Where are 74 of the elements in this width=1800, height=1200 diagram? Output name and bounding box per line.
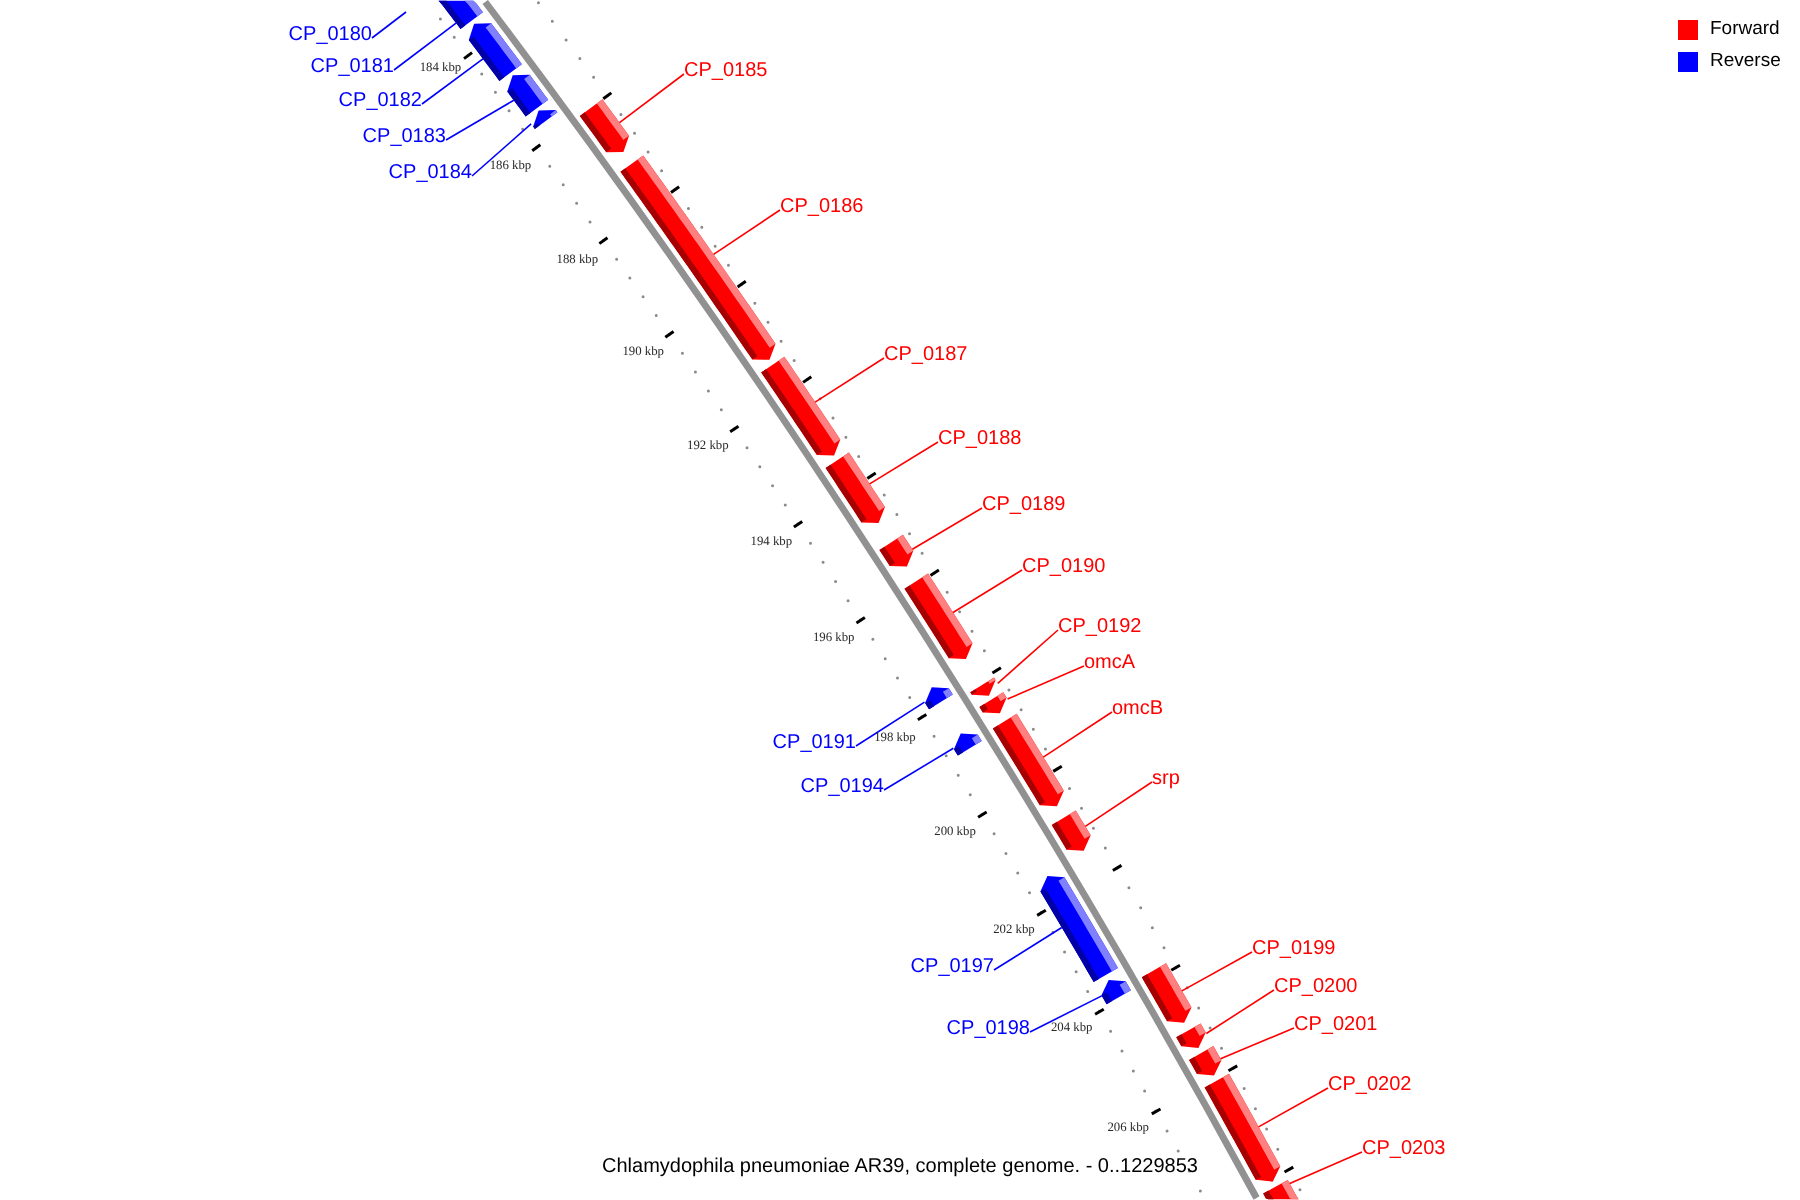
gene-block (438, 0, 483, 29)
gene-label: CP_0201 (1294, 1014, 1378, 1038)
leader-line (618, 73, 685, 124)
gene-block (579, 99, 629, 153)
gene-block (904, 573, 973, 659)
gene-block (825, 452, 885, 523)
gene-label: CP_0189 (982, 494, 1066, 518)
legend-label: Forward (1710, 20, 1780, 40)
gene-block (1263, 1180, 1299, 1200)
leader-line (1084, 781, 1153, 828)
gene-label: CP_0186 (780, 196, 864, 220)
gene-block (1176, 1023, 1206, 1048)
gene-block (879, 534, 914, 567)
gene-label: CP_0187 (884, 344, 968, 368)
leader-line (371, 11, 407, 39)
leader-line (814, 357, 885, 403)
leader-line (1029, 995, 1103, 1033)
gene-label: CP_0188 (938, 428, 1022, 452)
leader-line (868, 441, 939, 485)
gene-label: CP_0184 (388, 162, 472, 186)
leader-line (1181, 951, 1253, 992)
gene-block (761, 356, 841, 456)
caption: Chlamydophila pneumoniae AR39, complete genome. - 0..1229853 (602, 1156, 1198, 1180)
gene-block (1141, 963, 1192, 1023)
gene-block (925, 687, 953, 710)
leader-line (1288, 1151, 1363, 1185)
leader-line (393, 22, 457, 71)
leader-line (1219, 1027, 1295, 1060)
gene-block (1204, 1073, 1281, 1182)
leader-line (1006, 665, 1085, 700)
leader-line (445, 99, 515, 141)
gene-block (970, 677, 996, 696)
leader-line (952, 569, 1023, 614)
leader-line (712, 209, 781, 256)
gene-label: CP_0197 (910, 956, 994, 980)
gene-block (1051, 810, 1091, 851)
leader-line (883, 747, 955, 791)
leader-line (1042, 711, 1113, 758)
gene-block (1040, 875, 1118, 982)
gene-label: omcB (1112, 698, 1164, 722)
gene-label: CP_0181 (310, 56, 394, 80)
gene-label: CP_0194 (800, 776, 884, 800)
gene-label: CP_0180 (288, 24, 372, 48)
leader-line (1257, 1087, 1329, 1128)
gene-label: CP_0191 (772, 732, 856, 756)
gene-label: CP_0202 (1328, 1074, 1412, 1098)
legend-label: Reverse (1710, 52, 1781, 72)
gene-label: CP_0192 (1058, 616, 1142, 640)
gene-block (992, 713, 1064, 807)
gene-block (620, 155, 776, 360)
leader-line (911, 507, 983, 550)
gene-block (1189, 1046, 1222, 1076)
leader-line (996, 629, 1059, 685)
gene-block (507, 74, 549, 117)
gene-label: srp (1152, 768, 1180, 792)
gene-label: CP_0190 (1022, 556, 1106, 580)
gene-block (468, 23, 522, 81)
leader-line (855, 701, 926, 747)
leader-line (471, 123, 532, 177)
gene-block (979, 692, 1007, 714)
gene-label: CP_0200 (1274, 976, 1358, 1000)
leader-line (1205, 989, 1275, 1035)
gene-label: CP_0182 (338, 90, 422, 114)
gene-label: omcA (1084, 652, 1136, 676)
gene-label: CP_0198 (946, 1018, 1030, 1042)
gene-block (533, 110, 558, 129)
gene-label: CP_0185 (684, 60, 768, 84)
gene-label: CP_0203 (1362, 1138, 1446, 1162)
gene-block (953, 733, 982, 756)
leader-line (993, 926, 1063, 971)
gene-label: CP_0183 (362, 126, 446, 150)
gene-block (1101, 979, 1131, 1005)
leader-line (421, 58, 484, 105)
gene-label: CP_0199 (1252, 938, 1336, 962)
